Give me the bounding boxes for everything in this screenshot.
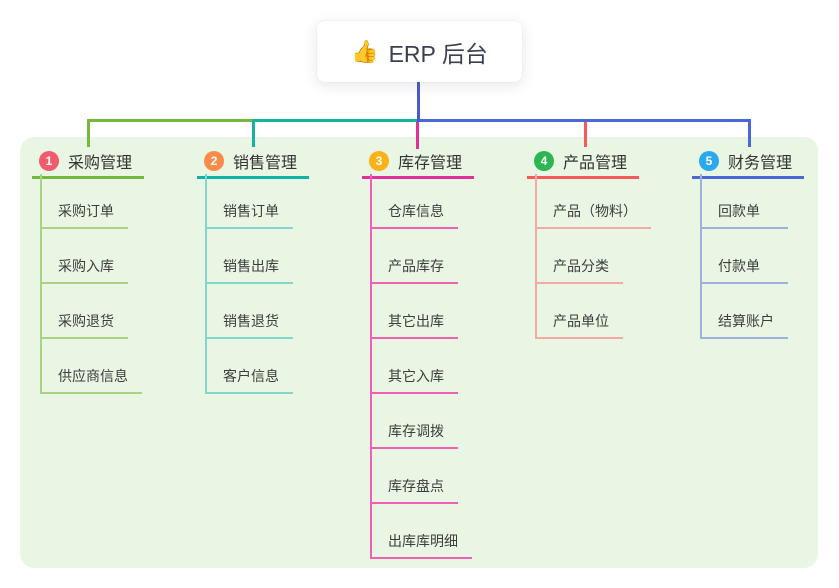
branch-items: 采购订单 采购入库 采购退货 供应商信息 — [40, 174, 142, 394]
node-product-category[interactable]: 产品分类 — [537, 229, 623, 284]
node-stock-transfer[interactable]: 库存调拨 — [372, 394, 458, 449]
branch-items: 仓库信息 产品库存 其它出库 其它入库 库存调拨 库存盘点 出库库明细 — [370, 174, 472, 559]
connector-horizontal-left-teal — [252, 119, 419, 122]
branch-items: 销售订单 销售出库 销售退货 客户信息 — [205, 174, 293, 394]
branch-header-sales[interactable]: 2 销售管理 — [197, 146, 309, 179]
connector-horizontal-right-blue — [418, 119, 751, 122]
badge-4: 4 — [534, 151, 554, 171]
branch-header-purchase[interactable]: 1 采购管理 — [32, 146, 144, 179]
node-stock-count[interactable]: 库存盘点 — [372, 449, 458, 504]
badge-1: 1 — [39, 151, 59, 171]
badge-2: 2 — [204, 151, 224, 171]
connector-drop-inventory — [416, 119, 419, 149]
branch-inventory: 3 库存管理 仓库信息 产品库存 其它出库 其它入库 库存调拨 库存盘点 出库库… — [362, 146, 474, 559]
connector-drop-finance — [748, 119, 751, 147]
node-receipt-bill[interactable]: 回款单 — [702, 174, 788, 229]
node-purchase-inbound[interactable]: 采购入库 — [42, 229, 128, 284]
branch-items: 产品（物料） 产品分类 产品单位 — [535, 174, 651, 339]
node-sales-order[interactable]: 销售订单 — [207, 174, 293, 229]
node-product-stock[interactable]: 产品库存 — [372, 229, 458, 284]
branch-sales: 2 销售管理 销售订单 销售出库 销售退货 客户信息 — [197, 146, 309, 394]
node-settlement-account[interactable]: 结算账户 — [702, 284, 788, 339]
node-sales-return[interactable]: 销售退货 — [207, 284, 293, 339]
connector-drop-sales — [252, 119, 255, 147]
connector-horizontal-left-green — [87, 119, 255, 122]
branch-finance: 5 财务管理 回款单 付款单 结算账户 — [692, 146, 804, 339]
node-customer-info[interactable]: 客户信息 — [207, 339, 293, 394]
node-payment-bill[interactable]: 付款单 — [702, 229, 788, 284]
node-purchase-order[interactable]: 采购订单 — [42, 174, 128, 229]
branch-items: 回款单 付款单 结算账户 — [700, 174, 788, 339]
branch-title: 采购管理 — [68, 155, 133, 172]
node-purchase-return[interactable]: 采购退货 — [42, 284, 128, 339]
branch-title: 库存管理 — [398, 155, 463, 172]
node-product-material[interactable]: 产品（物料） — [537, 174, 651, 229]
branch-product: 4 产品管理 产品（物料） 产品分类 产品单位 — [527, 146, 651, 339]
branch-purchase: 1 采购管理 采购订单 采购入库 采购退货 供应商信息 — [32, 146, 144, 394]
root-stem-line — [417, 82, 420, 122]
node-warehouse-info[interactable]: 仓库信息 — [372, 174, 458, 229]
mindmap-panel — [20, 137, 818, 568]
branch-title: 财务管理 — [728, 155, 793, 172]
node-outbound-detail[interactable]: 出库库明细 — [372, 504, 472, 559]
branch-title: 产品管理 — [563, 155, 628, 172]
connector-drop-purchase — [87, 119, 90, 147]
root-title: ERP 后台 — [388, 40, 488, 67]
thumbs-up-icon: 👍 — [351, 38, 379, 64]
root-node[interactable]: 👍 ERP 后台 — [317, 21, 522, 82]
branch-header-finance[interactable]: 5 财务管理 — [692, 146, 804, 179]
node-sales-outbound[interactable]: 销售出库 — [207, 229, 293, 284]
branch-title: 销售管理 — [233, 155, 298, 172]
branch-header-product[interactable]: 4 产品管理 — [527, 146, 639, 179]
node-other-inbound[interactable]: 其它入库 — [372, 339, 458, 394]
node-other-outbound[interactable]: 其它出库 — [372, 284, 458, 339]
connector-drop-product — [584, 119, 587, 147]
badge-3: 3 — [369, 151, 389, 171]
node-supplier-info[interactable]: 供应商信息 — [42, 339, 142, 394]
node-product-unit[interactable]: 产品单位 — [537, 284, 623, 339]
branch-header-inventory[interactable]: 3 库存管理 — [362, 146, 474, 179]
badge-5: 5 — [699, 151, 719, 171]
